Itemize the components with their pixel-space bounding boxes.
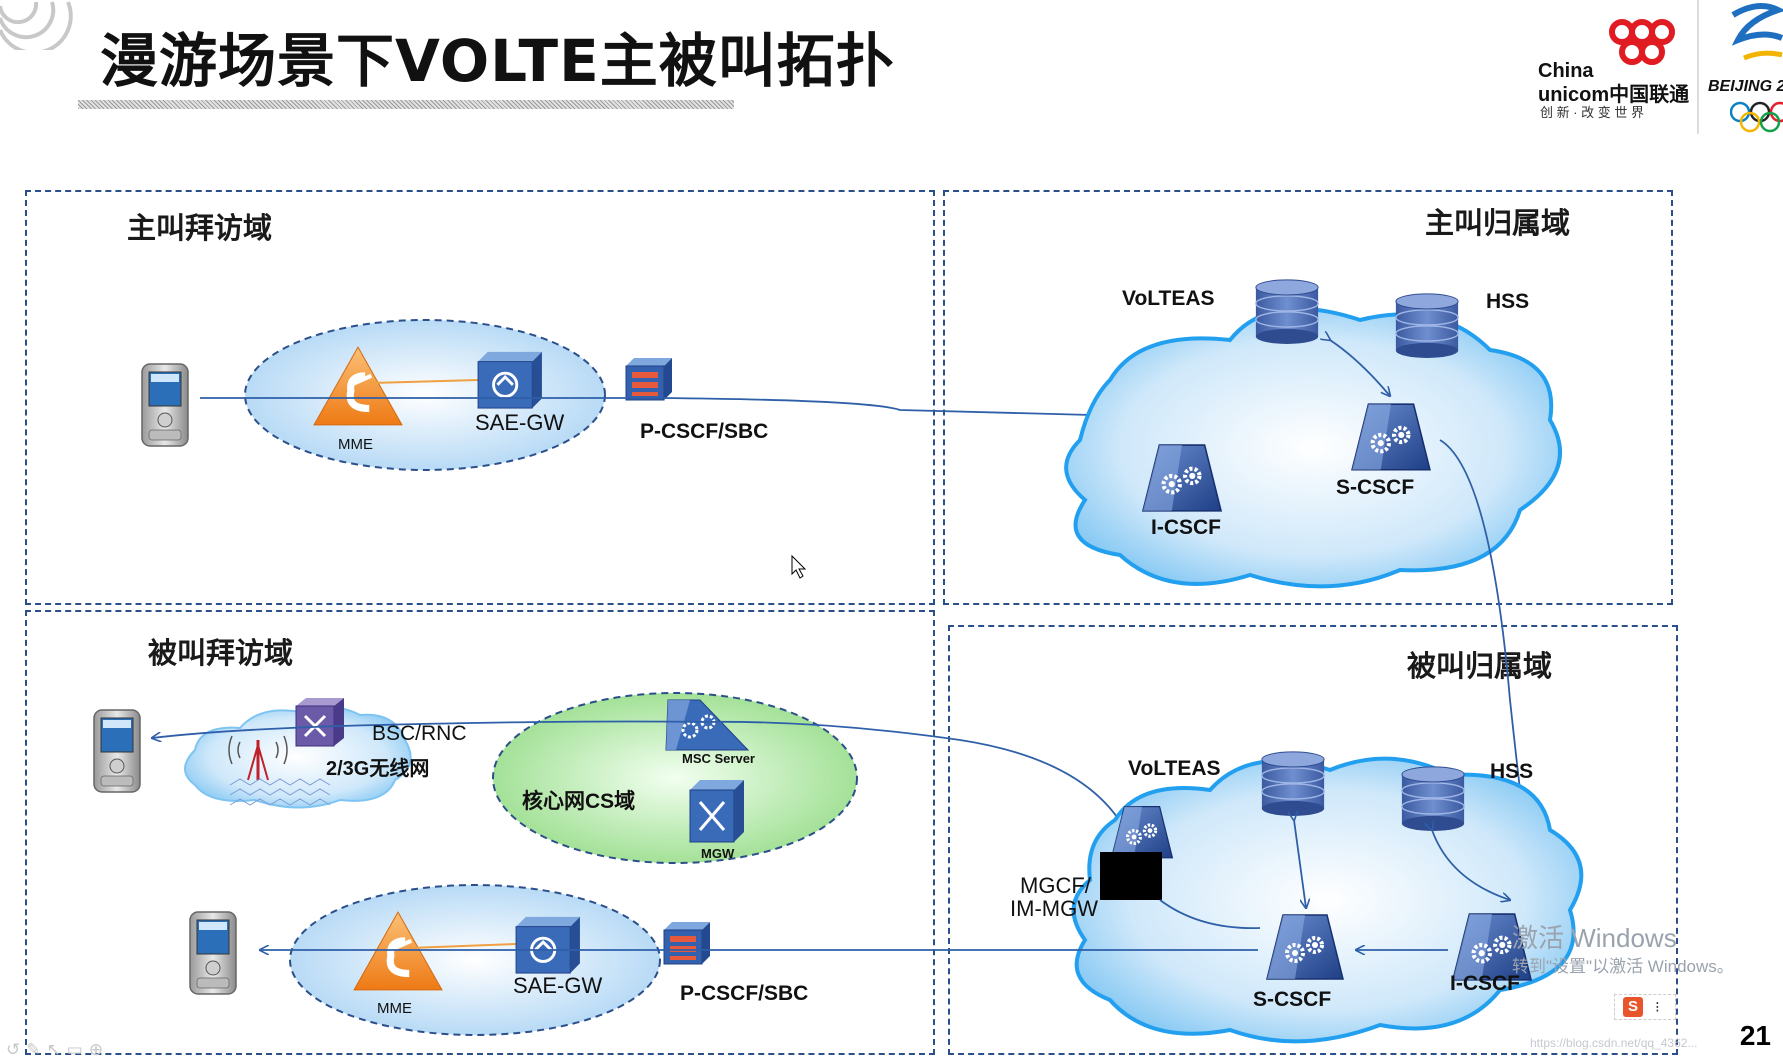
pcscf-bottom-icon	[663, 921, 711, 965]
callee-access-ellipse	[289, 884, 661, 1036]
slide-title: 漫游场景下VOLTE主被叫拓扑	[100, 27, 895, 95]
ime-tray[interactable]: S ⁝	[1614, 994, 1676, 1020]
volteas-bottom-db-icon	[1261, 751, 1325, 816]
saegw-bottom-icon	[514, 915, 582, 975]
msc-server-icon	[665, 699, 750, 751]
hss-bottom-db-icon	[1401, 766, 1465, 831]
mgw-label: MGW	[701, 846, 735, 861]
caller-home-domain-label: 主叫归属域	[1425, 206, 1571, 240]
mgcf-label-line2: IM-MGW	[1010, 896, 1098, 921]
activate-windows-subtext: 转到"设置"以激活 Windows。	[1512, 957, 1734, 976]
hss-top-label: HSS	[1486, 290, 1530, 313]
volteas-top-label: VoLTEAS	[1122, 287, 1215, 310]
saegw-top-icon	[476, 350, 544, 410]
wireless-cloud	[184, 705, 412, 809]
icscf-top-label: I-CSCF	[1151, 516, 1221, 539]
scscf-volteas-link	[1294, 820, 1306, 908]
title-underline	[78, 100, 734, 109]
brand-divider	[1697, 0, 1699, 134]
mouse-cursor-icon	[791, 554, 807, 579]
saegw-top-label: SAE-GW	[475, 410, 565, 435]
pen-icon[interactable]: ✎	[26, 1040, 47, 1059]
caller-access-ellipse	[244, 319, 606, 471]
hss-top-db-icon	[1395, 293, 1459, 358]
blog-url-watermark: https://blog.csdn.net/qq_4362...	[1530, 1036, 1698, 1050]
mme-saegw-link-top	[369, 379, 479, 384]
ime-menu-icon[interactable]: ⁝	[1655, 999, 1660, 1016]
caller-visited-domain-label: 主叫拜访域	[127, 211, 273, 245]
wireless-label: 2/3G无线网	[326, 758, 430, 780]
callee-home-domain-label: 被叫归属域	[1407, 649, 1553, 683]
sogou-ime-icon[interactable]: S	[1623, 997, 1643, 1017]
unicom-knot-logo	[1609, 19, 1675, 65]
caller-home-domain-box	[943, 190, 1673, 605]
mme-saegw-link-bottom	[409, 943, 517, 949]
scscf-to-mgcf-link	[1159, 899, 1261, 929]
volteas-bottom-label: VoLTEAS	[1128, 757, 1221, 780]
brand-china: China	[1538, 60, 1594, 82]
caller-signal-path	[200, 397, 1360, 422]
radio-tower-icon	[228, 735, 288, 781]
olympic-rings-icon	[1730, 101, 1783, 133]
activate-windows-heading: 激活 Windows	[1512, 923, 1677, 953]
mgw-icon	[689, 780, 744, 843]
pcscf-top-icon	[625, 357, 673, 401]
prev-icon[interactable]: ↺	[6, 1040, 27, 1059]
callee-visited-domain-label: 被叫拜访域	[148, 636, 294, 670]
bsc-rnc-icon	[295, 698, 344, 747]
scscf-top-label: S-CSCF	[1336, 476, 1415, 499]
msc-server-label: MSC Server	[682, 751, 755, 766]
icscf-bottom-label: I-CSCF	[1450, 972, 1520, 995]
hss-bottom-label: HSS	[1490, 760, 1534, 783]
volteas-top-db-icon	[1255, 279, 1319, 344]
callee-cs-phone-icon	[93, 709, 141, 793]
scscf-hss-link-top	[1330, 340, 1390, 396]
zoom-icon[interactable]: ⊕	[88, 1040, 110, 1059]
mme-bottom-label: MME	[377, 1000, 412, 1017]
beijing-swirl-logo	[1731, 3, 1783, 61]
core-cs-ellipse	[492, 692, 858, 864]
cs-signal-path	[152, 720, 1129, 836]
callee-lte-phone-icon	[189, 911, 237, 995]
callee-visited-domain-box	[25, 610, 935, 1055]
core-cs-label: 核心网CS域	[522, 790, 636, 813]
mgcf-icon	[1100, 805, 1175, 900]
icscf-hss-link	[1432, 830, 1510, 900]
brand-beijing: BEIJING 2	[1708, 78, 1783, 95]
bsc-rnc-label: BSC/RNC	[372, 722, 467, 745]
pcscf-top-label: P-CSCF/SBC	[640, 420, 769, 443]
corner-rings-decoration	[0, 1, 73, 50]
caller-home-ims-cloud	[1064, 306, 1562, 589]
saegw-bottom-label: SAE-GW	[513, 973, 603, 998]
brand-slogan: 创 新 · 改 变 世 界	[1540, 105, 1645, 120]
slideshow-toolbar: ↺✎↖▭⊕	[6, 1040, 146, 1060]
scscf-bottom-label: S-CSCF	[1253, 988, 1332, 1011]
cell-mesh-decoration	[229, 778, 331, 806]
pcscf-bottom-label: P-CSCF/SBC	[680, 982, 809, 1005]
caller-visited-domain-box	[25, 190, 935, 605]
page-number: 21	[1739, 1020, 1771, 1051]
mgcf-label-line1: MGCF/	[1020, 873, 1091, 898]
callee-home-domain-box	[948, 625, 1678, 1055]
slides-icon[interactable]: ▭	[66, 1040, 89, 1059]
pointer-icon[interactable]: ↖	[46, 1040, 67, 1059]
brand-unicom: unicom中国联通	[1538, 84, 1690, 106]
caller-phone-icon	[141, 363, 189, 447]
mme-top-label: MME	[338, 436, 373, 453]
